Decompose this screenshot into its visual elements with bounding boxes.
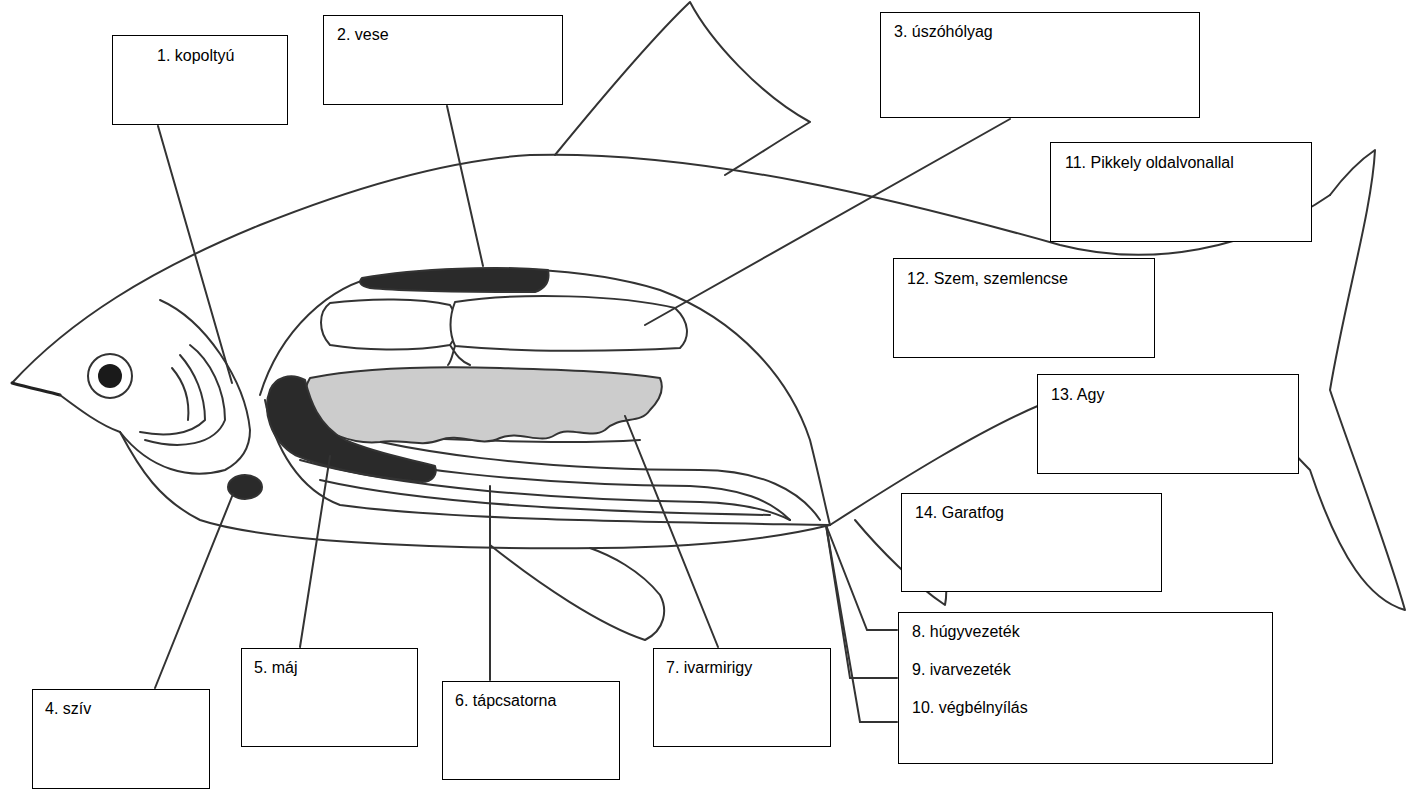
label-text: 3. úszóhólyag xyxy=(894,22,1189,42)
label-text: 9. ivarvezeték xyxy=(912,660,1262,680)
label-box: 3. úszóhólyag xyxy=(880,12,1200,118)
label-box: 11. Pikkely oldalvonallal xyxy=(1050,142,1312,242)
label-box: 6. tápcsatorna xyxy=(442,681,620,780)
label-text: 14. Garatfog xyxy=(915,503,1151,523)
label-box: 7. ivarmirigy xyxy=(653,648,831,747)
label-text: 12. Szem, szemlencse xyxy=(907,269,1144,289)
label-box: 13. Agy xyxy=(1037,374,1299,474)
label-box: 14. Garatfog xyxy=(901,493,1162,592)
label-box: 1. kopoltyú xyxy=(112,35,288,125)
label-text: 8. húgyvezeték xyxy=(912,622,1262,642)
label-text: 7. ivarmirigy xyxy=(666,658,820,678)
label-text: 5. máj xyxy=(254,658,407,678)
label-text: 1. kopoltyú xyxy=(157,46,277,66)
label-text: 2. vese xyxy=(337,25,552,45)
label-box: 4. szív xyxy=(32,689,210,789)
label-text: 4. szív xyxy=(45,699,199,719)
label-text: 6. tápcsatorna xyxy=(455,691,609,711)
label-text: 13. Agy xyxy=(1051,385,1288,405)
label-box: 5. máj xyxy=(241,648,418,747)
label-text: 10. végbélnyílás xyxy=(912,698,1262,718)
label-box: 8. húgyvezeték 9. ivarvezeték 10. végbélny… xyxy=(898,612,1273,764)
label-text: 11. Pikkely oldalvonallal xyxy=(1065,153,1301,173)
label-box: 12. Szem, szemlencse xyxy=(893,258,1155,358)
label-box: 2. vese xyxy=(323,15,563,105)
